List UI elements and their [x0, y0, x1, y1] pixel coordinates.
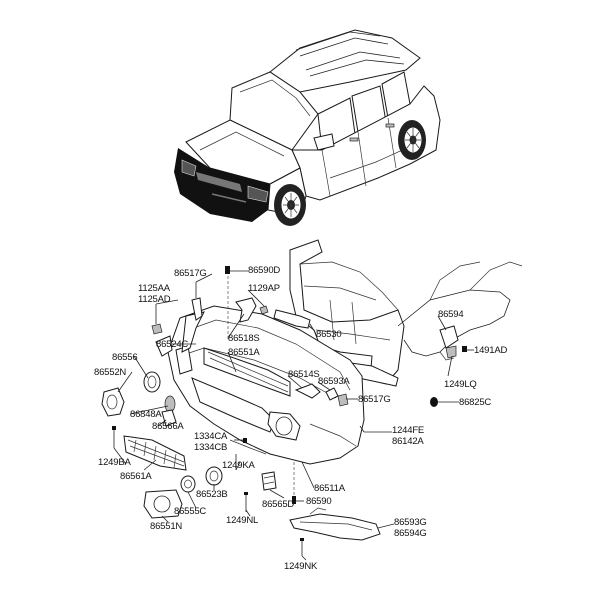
- part-label-86590d: 86590D: [248, 265, 281, 276]
- part-label-86552n: 86552N: [94, 367, 127, 378]
- part-label-86517g-mid: 86517G: [358, 394, 391, 405]
- part-label-1125aa: 1125AA: [138, 283, 170, 294]
- part-label-86551a: 86551A: [228, 347, 260, 358]
- part-label-86848a: 86848A: [130, 409, 162, 420]
- part-label-86511a: 86511A: [314, 483, 345, 494]
- part-label-86530: 86530: [316, 329, 342, 340]
- leader-lines: [113, 270, 474, 561]
- part-label-86524c: 86524C: [156, 339, 189, 350]
- part-label-86566a: 86566A: [152, 421, 184, 432]
- part-label-86594g: 86594G: [394, 528, 427, 539]
- part-label-86551n: 86551N: [150, 521, 183, 532]
- part-label-86514s: 86514S: [288, 369, 320, 380]
- fasteners-and-small-parts: [101, 266, 467, 556]
- part-label-86565d: 86565D: [262, 499, 295, 510]
- part-label-86593a: 86593A: [318, 376, 350, 387]
- part-label-1244fe: 1244FE: [392, 425, 425, 436]
- part-label-1491ad: 1491AD: [474, 345, 508, 356]
- part-label-86593g: 86593G: [394, 517, 427, 528]
- part-label-86517g-top: 86517G: [174, 268, 207, 279]
- part-label-86594: 86594: [438, 309, 464, 320]
- part-label-1249nl: 1249NL: [226, 515, 259, 526]
- part-label-1249lq: 1249LQ: [444, 379, 477, 390]
- part-label-1249nk: 1249NK: [284, 561, 318, 572]
- front-bumper-cover: [167, 305, 365, 465]
- part-label-1334cb: 1334CB: [194, 442, 228, 453]
- part-label-86556: 86556: [112, 352, 138, 363]
- part-label-1129ap: 1129AP: [248, 283, 280, 294]
- part-label-86825c: 86825C: [459, 397, 492, 408]
- part-label-86518s: 86518S: [228, 333, 260, 344]
- vehicle-illustration: [174, 29, 441, 226]
- part-label-1334ca: 1334CA: [194, 431, 228, 442]
- part-label-86142a: 86142A: [392, 436, 424, 447]
- part-label-86555c: 86555C: [174, 506, 207, 517]
- part-label-1125ad: 1125AD: [138, 294, 171, 305]
- part-label-86523b: 86523B: [196, 489, 228, 500]
- part-label-1249ba: 1249BA: [98, 457, 131, 468]
- part-label-86561a: 86561A: [120, 471, 152, 482]
- part-label-1249ka: 1249KA: [222, 460, 255, 471]
- part-label-86590: 86590: [306, 496, 332, 507]
